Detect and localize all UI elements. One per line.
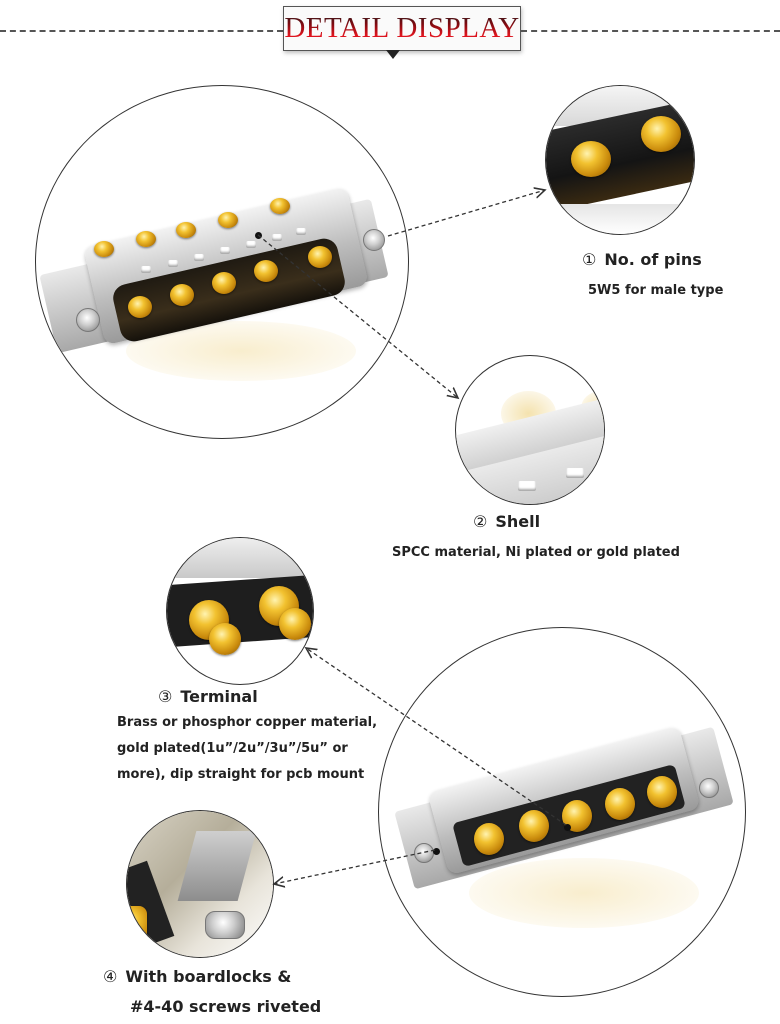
feature-number: ① [582,250,597,269]
feature-number: ② [473,512,488,531]
feature-title: Terminal [180,687,258,706]
detail-boardlock-image [126,810,274,958]
feature-title: No. of pins [604,250,702,269]
feature-title: With boardlocks & [125,967,292,986]
feature-description-line: gold plated(1u”/2u”/3u”/5u” or [117,741,348,756]
feature-caption-pins: ① No. of pins [582,250,702,269]
arrow-to-pins [387,190,545,237]
header-title-box: DETAIL DISPLAY [283,6,521,51]
feature-description-terminal: Brass or phosphor copper material, gold … [117,710,377,788]
feature-title: Shell [495,512,541,531]
feature-description-line: Brass or phosphor copper material, [117,715,378,730]
detail-pins-image [545,85,695,235]
page-title: DETAIL DISPLAY [284,12,520,44]
feature-number: ④ [103,967,118,986]
caret-down-icon [386,50,400,59]
detail-shell-image [455,355,605,505]
feature-description: #4-40 screws riveted [130,997,322,1016]
feature-number: ③ [158,687,173,706]
main-connector-image-top [35,85,409,439]
feature-caption-shell: ② Shell [473,512,540,531]
main-connector-image-bottom [378,627,746,997]
feature-caption-boardlock: ④ With boardlocks & [103,967,291,986]
detail-terminal-image [166,537,314,685]
header-divider-right [521,30,780,32]
feature-description-line: more), dip straight for pcb mount [117,767,365,782]
feature-description: SPCC material, Ni plated or gold plated [392,545,680,560]
header-divider-left [0,30,283,32]
feature-description: 5W5 for male type [588,283,724,298]
feature-caption-terminal: ③ Terminal [158,687,258,706]
